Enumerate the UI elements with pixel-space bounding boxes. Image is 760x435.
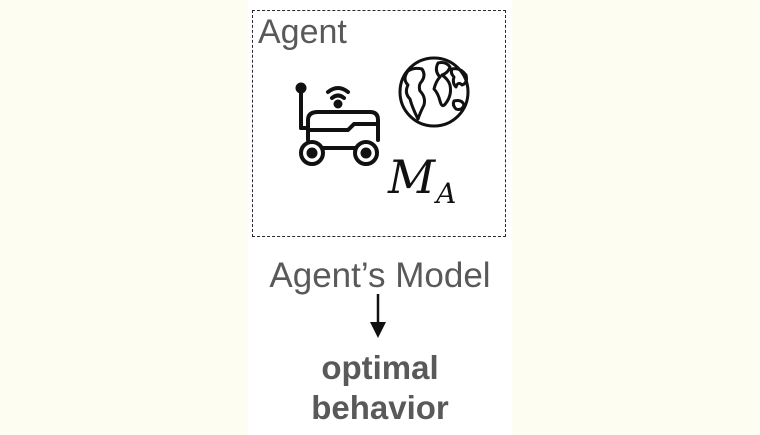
optimal-behavior-label: optimal behavior [248,348,512,428]
result-line-1: optimal [321,349,439,386]
robot-rover-icon [295,82,380,166]
agent-label: Agent [258,13,347,51]
result-line-2: behavior [311,389,449,426]
agent-model-caption: Agent’s Model [269,256,491,295]
diagram-panel [248,0,512,435]
model-symbol: MA [388,150,456,210]
agent-boundary-box [252,10,506,237]
down-arrow-icon [370,294,386,338]
model-symbol-main: M [388,150,435,204]
globe-icon [398,56,470,128]
model-symbol-subscript: A [436,177,457,210]
